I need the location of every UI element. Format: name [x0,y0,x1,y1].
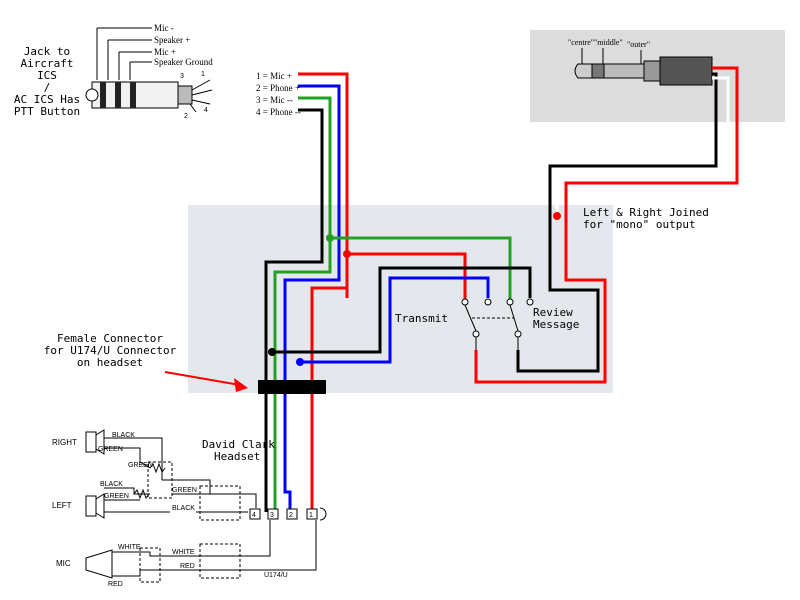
switch-box-panel [188,205,613,393]
terminal-2: 2 [289,512,293,519]
review-message-label: Message [533,318,579,331]
blue-wire-pin2-lead [298,84,341,240]
wire-label: WHITE [118,544,141,551]
black-wire-to-plug [516,72,718,373]
ics-label-mic-minus: Mic - [154,23,174,33]
ics-jack-title: Jack to Aircraft ICS / AC ICS Has PTT Bu… [14,45,80,118]
phone-plug-drawing: "centre" "middle" "outer" [568,38,713,86]
ics-title-line: Jack to [24,45,70,58]
red-wire-pin1-lead [298,72,349,298]
black-wire-to-switch [272,266,532,354]
headset-schematic: RIGHT BLACK GREEN GREEN LEFT BLACK GREEN… [52,429,327,588]
wire-label: RED [180,563,195,570]
pin-legend-3: 3 = Mic -- [256,95,293,105]
ics-label-speaker-ground: Speaker Ground [154,57,213,67]
pin-legend: 1 = Mic + 2 = Phone + 3 = Mic -- 4 = Pho… [256,71,301,117]
left-earphone-label: LEFT [52,501,72,510]
wire-label: BLACK [100,481,123,488]
review-switch [506,298,534,350]
right-earphone-label: RIGHT [52,438,77,447]
blue-wire-to-switch [300,276,490,364]
pin-legend-2: 2 = Phone + [256,83,300,93]
pin-legend-1: 1 = Mic + [256,71,292,81]
black-wire-pin4-lead [298,108,324,210]
junction-dot [553,212,561,220]
wire-label: RED [108,581,123,588]
junction-dot [326,234,334,242]
connector-name: U174/U [264,572,288,579]
lr-joined-label: Left & Right Joined [583,206,709,219]
red-wire-bundle [310,286,349,512]
connector-arrow [164,371,248,392]
mic-label: MIC [56,559,71,568]
ics-title-line: Aircraft [21,57,74,70]
lr-joined-label: for "mono" output [583,218,696,231]
ics-title-line: PTT Button [14,105,80,118]
ics-title-line: ICS [37,69,57,82]
pin-legend-4: 4 = Phone -- [256,107,301,117]
junction-dot [343,250,351,258]
wire-label: WHITE [172,549,195,556]
plug-label-outer: "outer" [627,40,650,49]
female-connector-label: for U174/U Connector [44,344,177,357]
female-connector-label: on headset [77,356,143,369]
transmit-switch [461,298,492,350]
ics-title-line: / [44,81,51,94]
female-connector-bar [258,380,326,394]
female-connector-label: Female Connector [57,332,163,345]
plug-label-centre: "centre" [568,38,594,47]
green-wire-to-switch [330,236,512,300]
terminal-4: 4 [252,512,256,519]
review-message-label: Review [533,306,573,319]
junction-dot [296,358,304,366]
transmit-label: Transmit [395,312,448,325]
ics-title-line: AC ICS Has [14,93,80,106]
ics-pin-1: 1 [201,71,205,78]
ics-jack-drawing: Mic - Speaker + Mic + Speaker Ground 1 2… [85,23,213,120]
headset-label: David Clark [202,438,275,451]
ics-pin-3: 3 [180,73,184,80]
wire-label: BLACK [112,432,135,439]
ics-label-mic-plus: Mic + [154,47,176,57]
wire-label: GREEN [98,446,123,453]
ics-pin-4: 4 [204,107,208,114]
red-wire-to-plug [474,66,739,384]
terminal-3: 3 [270,512,274,519]
white-wire-from-plug [555,76,730,216]
junction-dot [268,348,276,356]
headset-label: Headset [214,450,260,463]
plug-label-middle: "middle" [594,38,623,47]
wire-label: BLACK [172,505,195,512]
red-wire-to-switch [347,252,467,300]
wire-label: GREEN [172,487,197,494]
green-wire-pin3-lead [298,96,332,238]
terminal-1: 1 [309,512,313,519]
ics-pin-2: 2 [184,113,188,120]
wire-label: GREEN [128,462,153,469]
ics-label-speaker-plus: Speaker + [154,35,190,45]
wire-label: GREEN [104,493,129,500]
